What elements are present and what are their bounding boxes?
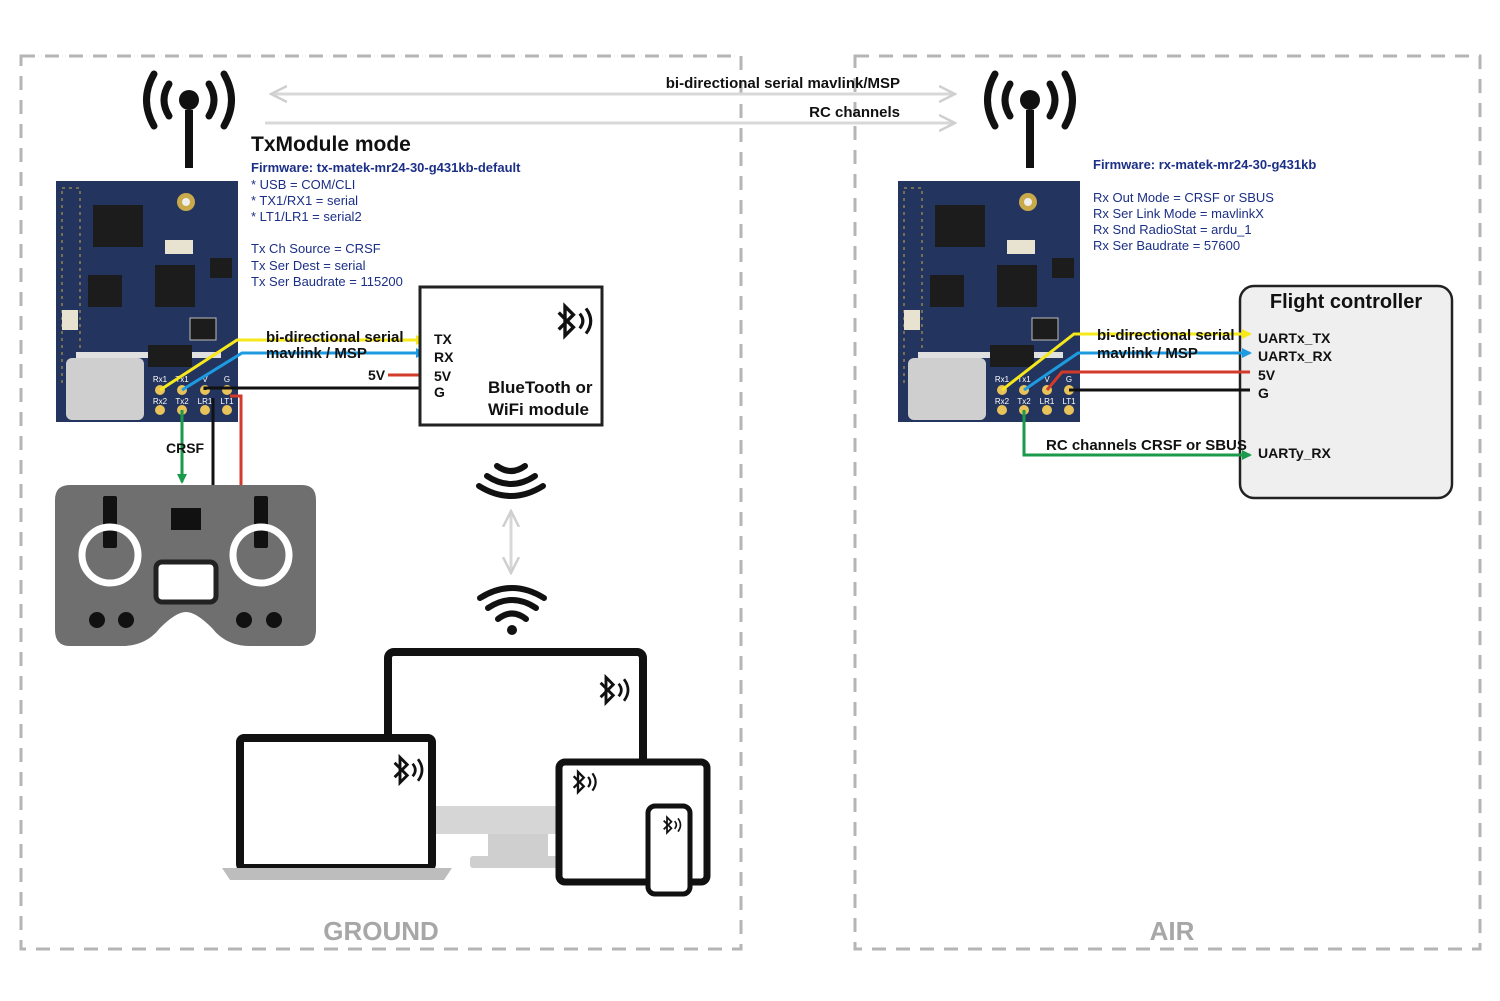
ground-firmware: Firmware: tx-matek-mr24-30-g431kb-defaul…	[251, 160, 521, 175]
pin-label: V	[1044, 375, 1050, 384]
pin-label: Rx2	[153, 397, 168, 406]
pin-label: LR1	[1040, 397, 1055, 406]
wireless-waves-icon	[476, 463, 546, 499]
link-arrows: bi-directional serial mavlink/MSP RC cha…	[265, 75, 954, 123]
fc-pin: G	[1258, 385, 1269, 401]
ground-wire-label: bi-directional serial	[266, 329, 404, 346]
bt-module-label: BlueTooth or	[488, 378, 593, 397]
wifi-icon	[477, 585, 547, 635]
air-config-line: Rx Snd RadioStat = ardu_1	[1093, 222, 1252, 237]
air-config-line: Rx Ser Baudrate = 57600	[1093, 238, 1240, 253]
fc-pin: UARTy_RX	[1258, 445, 1332, 461]
rc-transmitter-icon	[55, 485, 316, 646]
air-config-line: Rx Ser Link Mode = mavlinkX	[1093, 206, 1264, 221]
fc-pin: UARTx_TX	[1258, 330, 1331, 346]
air-zone	[853, 54, 1482, 951]
bt-pin: RX	[434, 349, 454, 365]
tx-module-title: TxModule mode	[251, 133, 411, 156]
laptop-icon	[222, 734, 452, 880]
ground-config: * USB = COM/CLI * TX1/RX1 = serial * LT1…	[251, 177, 403, 289]
pin-label: Tx2	[175, 397, 189, 406]
ground-config-line: * TX1/RX1 = serial	[251, 193, 358, 208]
air-config: Rx Out Mode = CRSF or SBUS Rx Ser Link M…	[1093, 190, 1274, 253]
pin-label: G	[224, 375, 230, 384]
ground-zone	[19, 54, 743, 951]
pin-label: Tx2	[1017, 397, 1031, 406]
link-label-top: bi-directional serial mavlink/MSP	[666, 75, 900, 92]
fc-pin: UARTx_RX	[1258, 348, 1333, 364]
pin-label: Rx1	[153, 375, 168, 384]
bt-module-label: WiFi module	[488, 400, 589, 419]
ground-label: GROUND	[323, 916, 439, 946]
air-firmware: Firmware: rx-matek-mr24-30-g431kb	[1093, 157, 1316, 172]
pin-label: Rx2	[995, 397, 1010, 406]
air-config-line: Rx Out Mode = CRSF or SBUS	[1093, 190, 1274, 205]
pin-label: V	[202, 375, 208, 384]
tx-module-board: Rx1 Tx1 V G Rx2 Tx2 LR1 LT1	[56, 181, 238, 422]
antenna-icon	[143, 70, 235, 168]
ground-wire-label: mavlink / MSP	[266, 345, 367, 362]
bluetooth-wifi-module: TX RX 5V G BlueTooth or WiFi module	[418, 285, 604, 427]
flight-controller: Flight controller UARTx_TX UARTx_RX 5V G…	[1238, 284, 1454, 500]
air-label: AIR	[1150, 916, 1195, 946]
bt-pin: G	[434, 384, 445, 400]
ground-config-line: * USB = COM/CLI	[251, 177, 355, 192]
pin-label: LT1	[220, 397, 234, 406]
ground-config-line: Tx Ser Dest = serial	[251, 258, 366, 273]
pin-label: LT1	[1062, 397, 1076, 406]
pin-label: Rx1	[995, 375, 1010, 384]
ground-config-line: Tx Ch Source = CRSF	[251, 241, 381, 256]
bt-pin: 5V	[434, 368, 452, 384]
fc-title: Flight controller	[1270, 291, 1422, 313]
rc-channels-label: RC channels CRSF or SBUS	[1046, 437, 1247, 454]
ground-config-line: Tx Ser Baudrate = 115200	[251, 274, 403, 289]
pin-label: Tx1	[1017, 375, 1031, 384]
ground-config-line: * LT1/LR1 = serial2	[251, 209, 362, 224]
air-wire-label: bi-directional serial	[1097, 327, 1235, 344]
link-label-bottom: RC channels	[809, 104, 900, 121]
pin-label: Tx1	[175, 375, 189, 384]
antenna-icon	[984, 70, 1076, 168]
air-wire-label: mavlink / MSP	[1097, 345, 1198, 362]
pin-label: LR1	[198, 397, 213, 406]
ground-5v-label: 5V	[368, 367, 386, 383]
bt-pin: TX	[434, 331, 453, 347]
fc-pin: 5V	[1258, 367, 1276, 383]
rx-module-board: Rx1 Tx1 V G Rx2 Tx2 LR1 LT1	[898, 181, 1080, 422]
crsf-label: CRSF	[166, 440, 205, 456]
pin-label: G	[1066, 375, 1072, 384]
phone-icon	[645, 803, 693, 897]
ground-wires: bi-directional serial mavlink / MSP 5V C…	[159, 329, 430, 485]
air-wires: bi-directional serial mavlink / MSP RC c…	[1001, 327, 1252, 460]
